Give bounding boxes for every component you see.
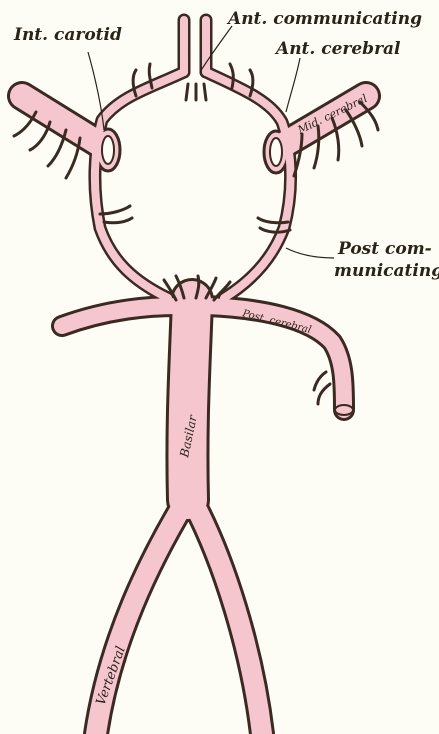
left-carotid-lumen xyxy=(102,136,114,164)
int-carotid-label: Int. carotid xyxy=(13,25,122,45)
right-carotid-lumen xyxy=(270,138,282,166)
post-cerebral-cut-end xyxy=(335,405,353,415)
ant-communicating-label: Ant. communicating xyxy=(226,9,422,29)
ant-cerebral-label: Ant. cerebral xyxy=(274,39,401,59)
post-communicating-label-line1: Post com- xyxy=(337,239,432,259)
post-communicating-label-line2: municating xyxy=(334,261,439,281)
